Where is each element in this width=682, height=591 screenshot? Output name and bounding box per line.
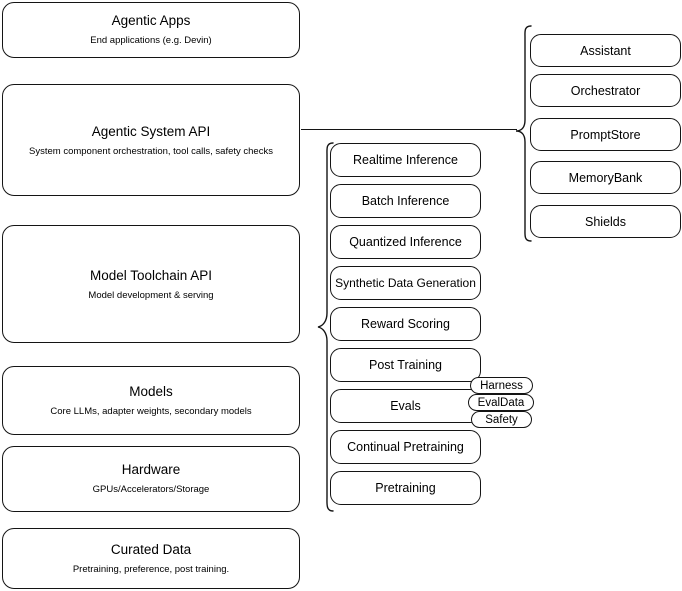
system-component-label: Shields (585, 214, 626, 229)
toolchain-component-label: Post Training (369, 358, 442, 372)
system-component-memorybank[interactable]: MemoryBank (530, 161, 681, 194)
layer-title: Model Toolchain API (89, 268, 213, 283)
toolchain-component-quantized-inference[interactable]: Quantized Inference (330, 225, 481, 259)
toolchain-component-label: Evals (390, 399, 421, 413)
system-component-label: Assistant (580, 43, 631, 58)
layer-title: Agentic Apps (111, 13, 191, 29)
toolchain-component-label: Realtime Inference (353, 153, 458, 167)
system-component-assistant[interactable]: Assistant (530, 34, 681, 67)
layer-subtitle: Core LLMs, adapter weights, secondary mo… (50, 405, 252, 417)
layer-subtitle: GPUs/Accelerators/Storage (92, 484, 210, 495)
toolchain-component-realtime-inference[interactable]: Realtime Inference (330, 143, 481, 177)
layer-box-agentic-apps[interactable]: Agentic Apps End applications (e.g. Devi… (2, 2, 300, 58)
evals-tag-label: EvalData (477, 396, 525, 409)
toolchain-component-batch-inference[interactable]: Batch Inference (330, 184, 481, 218)
system-component-label: PromptStore (570, 127, 641, 142)
brace-system-components (515, 25, 532, 242)
layer-subtitle: Model development & serving (88, 289, 214, 301)
layer-title: Models (129, 383, 173, 399)
evals-tag-label: Harness (480, 379, 523, 392)
brace-toolchain-components (317, 142, 334, 512)
evals-tag-label: Safety (485, 413, 518, 426)
system-component-orchestrator[interactable]: Orchestrator (530, 74, 681, 107)
layer-box-curated-data[interactable]: Curated Data Pretraining, preference, po… (2, 528, 300, 589)
evals-tag-harness[interactable]: Harness (470, 377, 533, 394)
toolchain-component-synthetic-data-generation[interactable]: Synthetic Data Generation (330, 266, 481, 300)
layer-subtitle: Pretraining, preference, post training. (72, 563, 230, 575)
layer-title: Hardware (121, 462, 181, 478)
system-component-shields[interactable]: Shields (530, 205, 681, 238)
evals-tag-safety[interactable]: Safety (471, 411, 532, 428)
layer-box-agentic-system-api[interactable]: Agentic System API System component orch… (2, 84, 300, 196)
layer-title: Agentic System API (91, 124, 211, 139)
toolchain-component-reward-scoring[interactable]: Reward Scoring (330, 307, 481, 341)
layer-title: Curated Data (110, 541, 192, 557)
system-component-promptstore[interactable]: PromptStore (530, 118, 681, 151)
layer-subtitle: End applications (e.g. Devin) (90, 35, 212, 46)
system-component-label: Orchestrator (570, 83, 641, 98)
toolchain-component-label: Continual Pretraining (347, 440, 464, 454)
toolchain-component-pretraining[interactable]: Pretraining (330, 471, 481, 505)
toolchain-component-label: Quantized Inference (349, 235, 462, 249)
layer-box-models[interactable]: Models Core LLMs, adapter weights, secon… (2, 366, 300, 435)
connector-system-api-to-components (301, 129, 517, 131)
system-component-label: MemoryBank (568, 170, 643, 185)
toolchain-component-label: Batch Inference (361, 194, 450, 208)
evals-tag-evaldata[interactable]: EvalData (468, 394, 534, 411)
layer-box-model-toolchain-api[interactable]: Model Toolchain API Model development & … (2, 225, 300, 343)
layer-box-hardware[interactable]: Hardware GPUs/Accelerators/Storage (2, 446, 300, 512)
toolchain-component-continual-pretraining[interactable]: Continual Pretraining (330, 430, 481, 464)
toolchain-component-label: Synthetic Data Generation (335, 276, 476, 290)
layer-subtitle: System component orchestration, tool cal… (29, 145, 273, 157)
toolchain-component-evals[interactable]: Evals (330, 389, 481, 423)
toolchain-component-label: Reward Scoring (361, 317, 450, 331)
toolchain-component-label: Pretraining (375, 481, 436, 495)
toolchain-component-post-training[interactable]: Post Training (330, 348, 481, 382)
